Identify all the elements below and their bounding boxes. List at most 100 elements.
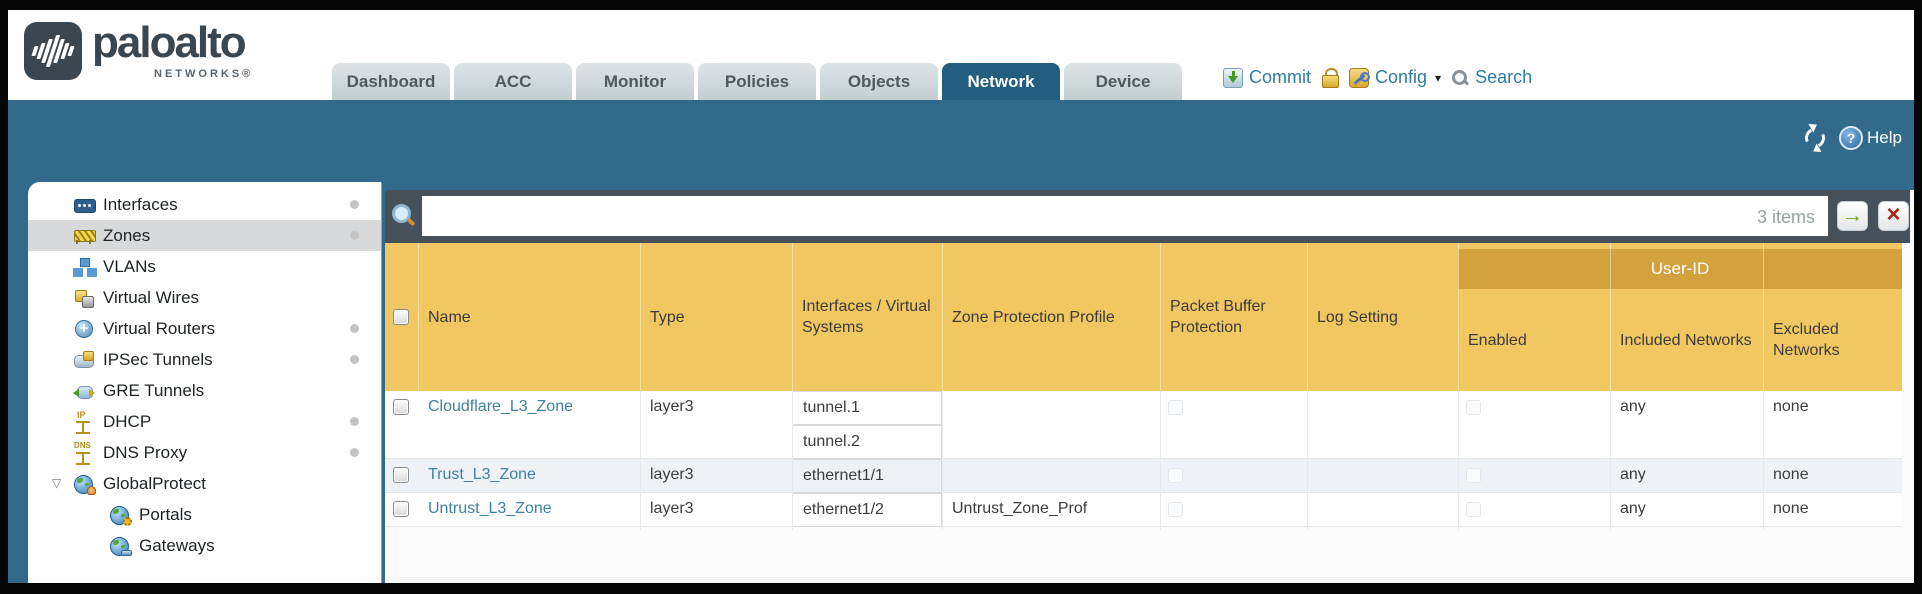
help-icon: ?: [1839, 126, 1864, 150]
zone-name-link[interactable]: Untrust_L3_Zone: [428, 500, 552, 517]
column-header-excluded[interactable]: Excluded Networks: [1773, 321, 1840, 359]
filter-toolbar: 3 items → ×: [385, 190, 1910, 243]
excluded-networks-cell: none: [1773, 500, 1809, 517]
user-id-enabled-checkbox[interactable]: [1466, 468, 1481, 483]
sidebar-item-vlans[interactable]: VLANs: [28, 251, 381, 282]
tab-device[interactable]: Device: [1064, 63, 1182, 100]
header-column-divider: [1307, 243, 1308, 391]
user-id-enabled-checkbox[interactable]: [1466, 502, 1481, 517]
zone-name-link[interactable]: Trust_L3_Zone: [428, 466, 536, 483]
sidebar-item-zones[interactable]: Zones: [28, 220, 381, 251]
dns-proxy-icon: [74, 441, 94, 465]
column-header-included[interactable]: Included Networks: [1620, 331, 1752, 349]
body-column-divider: [942, 391, 943, 530]
clear-filter-button[interactable]: ×: [1878, 201, 1909, 231]
sidebar-item-interfaces[interactable]: Interfaces: [28, 189, 381, 220]
header-column-divider: [1458, 243, 1459, 391]
packet-buffer-checkbox[interactable]: [1168, 502, 1183, 517]
sidebar-item-gateways[interactable]: Gateways: [28, 530, 381, 561]
zone-type-cell: layer3: [650, 398, 694, 415]
status-dot-icon: [350, 448, 359, 457]
user-id-group-header: User-ID: [1458, 249, 1902, 289]
column-header-log[interactable]: Log Setting: [1317, 308, 1398, 326]
vlans-icon: [74, 257, 94, 277]
search-icon: [1451, 69, 1469, 87]
interface-cell: tunnel.2: [792, 425, 942, 459]
status-dot-icon: [350, 231, 359, 240]
select-all-checkbox[interactable]: [393, 309, 409, 325]
globalprotect-icon: [74, 474, 96, 495]
apply-filter-button[interactable]: →: [1837, 201, 1868, 231]
commit-button[interactable]: Commit: [1223, 67, 1311, 88]
column-header-interfaces[interactable]: Interfaces / Virtual Systems: [802, 298, 931, 336]
tab-policies[interactable]: Policies: [698, 63, 816, 100]
commit-icon: [1223, 67, 1243, 88]
help-button[interactable]: ? Help: [1839, 126, 1902, 150]
gateways-icon: [110, 536, 132, 556]
expander-triangle-icon[interactable]: ▽: [52, 476, 62, 490]
search-button[interactable]: Search: [1451, 67, 1532, 88]
user-id-enabled-checkbox[interactable]: [1466, 400, 1481, 415]
included-networks-cell: any: [1620, 398, 1646, 415]
sidebar-item-label: Portals: [139, 504, 192, 524]
zone-name-link[interactable]: Cloudflare_L3_Zone: [428, 398, 573, 415]
chevron-down-icon: ▾: [1435, 70, 1442, 85]
interfaces-icon: [74, 195, 96, 215]
sidebar-item-portals[interactable]: Portals: [28, 499, 381, 530]
tab-monitor[interactable]: Monitor: [576, 63, 694, 100]
config-menu-button[interactable]: Config ▾: [1349, 67, 1441, 88]
excluded-networks-cell: none: [1773, 466, 1809, 483]
sidebar-item-label: Virtual Routers: [103, 318, 216, 338]
interface-cell: ethernet1/1: [792, 459, 942, 493]
packet-buffer-checkbox[interactable]: [1168, 400, 1183, 415]
body-column-divider: [1610, 391, 1611, 530]
filter-search-icon: [392, 204, 416, 228]
sidebar-item-label: IPSec Tunnels: [103, 349, 213, 369]
zone-protection-profile-cell: Untrust_Zone_Prof: [952, 500, 1088, 517]
sidebar-item-label: Zones: [103, 225, 151, 245]
paloalto-logo: paloalto NETWORKS®: [24, 16, 324, 96]
column-header-name[interactable]: Name: [428, 308, 471, 326]
status-dot-icon: [350, 355, 359, 364]
tab-dashboard[interactable]: Dashboard: [332, 63, 450, 100]
portals-icon: [110, 505, 132, 526]
zone-type-cell: layer3: [650, 500, 694, 517]
sidebar-item-label: DHCP: [103, 411, 152, 431]
column-header-type[interactable]: Type: [650, 308, 685, 326]
filter-input[interactable]: [422, 196, 1828, 236]
refresh-icon[interactable]: [1802, 125, 1828, 151]
header-column-divider: [418, 243, 419, 391]
sidebar-item-gre-tunnels[interactable]: GRE Tunnels: [28, 375, 381, 406]
header-column-divider: [1763, 243, 1764, 391]
tab-objects[interactable]: Objects: [820, 63, 938, 100]
sidebar-item-label: Interfaces: [103, 194, 178, 214]
sidebar-item-virtual-routers[interactable]: Virtual Routers: [28, 313, 381, 344]
sidebar-item-ipsec-tunnels[interactable]: IPSec Tunnels: [28, 344, 381, 375]
sidebar-item-label: Gateways: [139, 535, 215, 555]
sidebar-item-dns-proxy[interactable]: DNS Proxy: [28, 437, 381, 468]
row-select-checkbox[interactable]: [393, 399, 409, 415]
column-header-zpp[interactable]: Zone Protection Profile: [952, 308, 1115, 326]
sidebar-item-dhcp[interactable]: DHCP: [28, 406, 381, 437]
virtual-wires-icon: [74, 288, 94, 308]
column-header-pbp[interactable]: Packet Buffer Protection: [1170, 298, 1266, 336]
lock-icon[interactable]: [1321, 67, 1339, 88]
tab-acc[interactable]: ACC: [454, 63, 572, 100]
sidebar-item-virtual-wires[interactable]: Virtual Wires: [28, 282, 381, 313]
header-column-divider: [1160, 243, 1161, 391]
row-select-checkbox[interactable]: [393, 501, 409, 517]
sidebar-item-globalprotect[interactable]: ▽GlobalProtect: [28, 468, 381, 499]
body-column-divider: [1763, 391, 1764, 530]
tab-network[interactable]: Network: [942, 63, 1060, 100]
column-header-enabled[interactable]: Enabled: [1468, 331, 1527, 349]
included-networks-cell: any: [1620, 500, 1646, 517]
packet-buffer-checkbox[interactable]: [1168, 468, 1183, 483]
row-select-checkbox[interactable]: [393, 467, 409, 483]
zones-table-header: User-ID Name Type Interfaces / Virtual Sys…: [385, 243, 1902, 391]
